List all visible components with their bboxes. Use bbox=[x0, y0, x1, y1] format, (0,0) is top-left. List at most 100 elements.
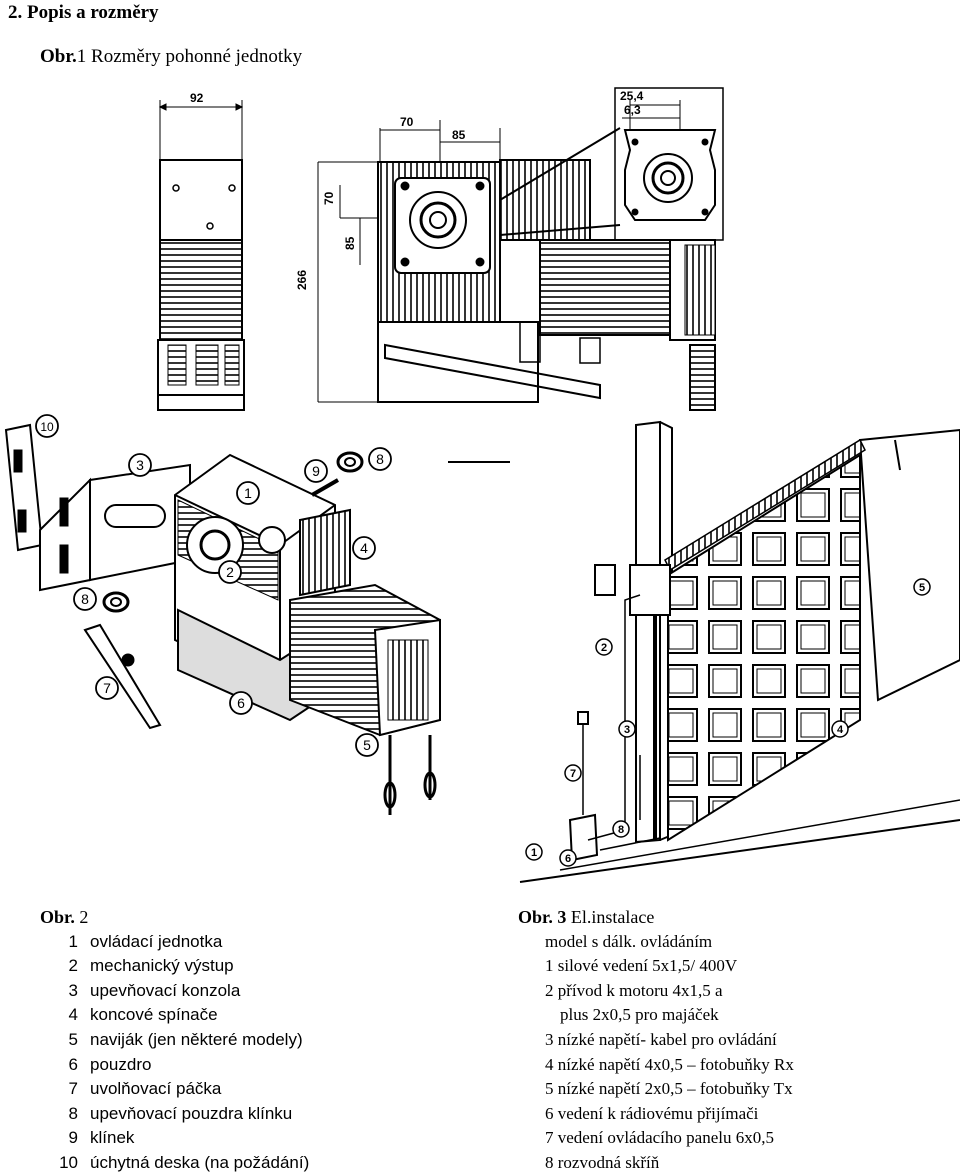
fig3-callout-4-label: 4 bbox=[837, 724, 844, 736]
callout-4-label: 4 bbox=[360, 540, 368, 556]
fig3-callout-7-label: 7 bbox=[570, 768, 576, 780]
callout-9: 9 bbox=[304, 459, 328, 483]
figure2-caption-num: 2 bbox=[79, 907, 89, 927]
item-number: 8 bbox=[68, 1103, 78, 1123]
dim-85-vertical: 85 bbox=[343, 236, 357, 250]
list-item: 4 nízké napětí 4x0,5 – fotobuňky Rx bbox=[545, 1054, 794, 1074]
list-item: 5 nízké napětí 2x0,5 – fotobuňky Tx bbox=[545, 1079, 793, 1099]
callout-8b: 8 bbox=[368, 447, 392, 471]
item-text: klínek bbox=[90, 1128, 135, 1148]
section-title: 2. Popis a rozměry bbox=[8, 2, 159, 23]
list-item: 6 vedení k rádiovému přijímači bbox=[545, 1103, 759, 1123]
fig3-callout-5-label: 5 bbox=[919, 582, 925, 594]
list-item: 4 koncové spínače bbox=[40, 1003, 309, 1028]
callout-4: 4 bbox=[352, 536, 376, 560]
list-item: 5 naviják (jen některé modely) bbox=[40, 1028, 309, 1053]
figure3-subtitle: model s dálk. ovládáním bbox=[545, 931, 713, 951]
callout-1: 1 bbox=[236, 481, 260, 505]
fig3-callout-7: 7 bbox=[564, 764, 582, 782]
list-item: 8 upevňovací pouzdra klínku bbox=[40, 1102, 309, 1127]
item-text: uvolňovací páčka bbox=[90, 1079, 222, 1099]
figure3-caption: Obr. 3 El.instalace bbox=[518, 905, 794, 930]
dim-70-horizontal: 70 bbox=[400, 115, 414, 129]
list-item: 7 vedení ovládacího panelu 6x0,5 bbox=[545, 1128, 774, 1148]
item-number: 1 bbox=[68, 931, 78, 951]
figure2-caption-prefix: Obr. bbox=[40, 907, 75, 927]
callout-7: 7 bbox=[95, 676, 119, 700]
dim-25-4: 25,4 bbox=[620, 89, 644, 103]
list-item: 1 silové vedení 5x1,5/ 400V bbox=[545, 956, 738, 976]
item-number: 3 bbox=[68, 980, 78, 1000]
list-item: 6 pouzdro bbox=[40, 1053, 309, 1078]
fig3-callout-5: 5 bbox=[913, 578, 931, 596]
detail-view bbox=[499, 87, 724, 241]
figure3-legend: Obr. 3 El.instalace model s dálk. ovládá… bbox=[518, 905, 794, 1176]
figure3-caption-prefix: Obr. 3 bbox=[518, 907, 567, 927]
callout-6-label: 6 bbox=[237, 695, 245, 711]
list-item: 8 rozvodná skříň bbox=[545, 1152, 660, 1172]
callout-1-label: 1 bbox=[244, 485, 252, 501]
item-text: naviják (jen některé modely) bbox=[90, 1029, 303, 1049]
fig3-callout-1-label: 1 bbox=[531, 847, 537, 859]
figure3-callouts: 1 2 3 4 5 6 7 8 bbox=[525, 578, 931, 867]
item-number: 5 bbox=[68, 1029, 78, 1049]
item-text: upevňovací konzola bbox=[90, 980, 241, 1000]
figure3-item-list: model s dálk. ovládáním 1 silové vedení … bbox=[518, 930, 794, 1176]
dim-6-3: 6,3 bbox=[624, 103, 641, 117]
list-item: 3 upevňovací konzola bbox=[40, 979, 309, 1004]
callout-10-label: 10 bbox=[40, 420, 54, 434]
list-item: 2 přívod k motoru 4x1,5 a bbox=[545, 980, 723, 1000]
dim-92: 92 bbox=[190, 91, 204, 105]
fig3-callout-2-label: 2 bbox=[601, 642, 607, 654]
callout-2-label: 2 bbox=[226, 564, 234, 580]
callout-3: 3 bbox=[128, 453, 152, 477]
fig3-callout-8: 8 bbox=[612, 820, 630, 838]
dim-85-horizontal: 85 bbox=[452, 128, 466, 142]
item-text: mechanický výstup bbox=[90, 956, 234, 976]
list-item: 9 klínek bbox=[40, 1126, 309, 1151]
figure1-caption: Obr.1 Rozměry pohonné jednotky bbox=[40, 46, 302, 68]
item-number: 2 bbox=[68, 956, 78, 976]
callout-8a: 8 bbox=[73, 587, 97, 611]
figure2-caption: Obr. 2 bbox=[40, 905, 309, 930]
callout-5: 5 bbox=[355, 733, 379, 757]
item-text: koncové spínače bbox=[90, 1005, 218, 1025]
list-item: 3 nízké napětí- kabel pro ovládání bbox=[545, 1029, 777, 1049]
callout-8b-label: 8 bbox=[376, 451, 384, 467]
fig3-callout-6-label: 6 bbox=[565, 853, 571, 865]
dim-266: 266 bbox=[295, 270, 309, 290]
callout-5-label: 5 bbox=[363, 737, 371, 753]
callout-2: 2 bbox=[218, 560, 242, 584]
list-item: 1 ovládací jednotka bbox=[40, 930, 309, 955]
fig3-callout-4: 4 bbox=[831, 720, 849, 738]
fig3-callout-8-label: 8 bbox=[618, 824, 624, 836]
technical-drawings: 92 70 85 25,4 6,3 70 85 266 bbox=[4, 87, 960, 883]
item-text: upevňovací pouzdra klínku bbox=[90, 1103, 293, 1123]
item-number: 7 bbox=[68, 1079, 78, 1099]
fig3-callout-1: 1 bbox=[525, 843, 543, 861]
list-item: 2 mechanický výstup bbox=[40, 954, 309, 979]
fig3-callout-3-label: 3 bbox=[624, 724, 630, 736]
callout-8a-label: 8 bbox=[81, 591, 89, 607]
callout-9-label: 9 bbox=[312, 463, 320, 479]
item-number: 10 bbox=[59, 1152, 78, 1172]
dim-70-vertical: 70 bbox=[322, 191, 336, 205]
figure3-drawing bbox=[519, 420, 960, 883]
item-text: ovládací jednotka bbox=[90, 931, 223, 951]
item-number: 9 bbox=[68, 1128, 78, 1148]
figure2-drawing bbox=[4, 423, 441, 815]
figure2-legend: Obr. 2 1 ovládací jednotka 2 mechanický vý… bbox=[40, 905, 309, 1176]
fig3-callout-2: 2 bbox=[595, 638, 613, 656]
fig3-callout-6: 6 bbox=[559, 849, 577, 867]
list-item: plus 2x0,5 pro majáček bbox=[560, 1005, 719, 1025]
side-view bbox=[157, 100, 245, 411]
item-text: pouzdro bbox=[90, 1054, 152, 1074]
item-number: 4 bbox=[68, 1005, 78, 1025]
callout-6: 6 bbox=[229, 691, 253, 715]
figure1-drawing bbox=[157, 87, 724, 463]
figure3-caption-title: El.instalace bbox=[570, 907, 655, 927]
item-number: 6 bbox=[68, 1054, 78, 1074]
callout-7-label: 7 bbox=[103, 680, 111, 696]
